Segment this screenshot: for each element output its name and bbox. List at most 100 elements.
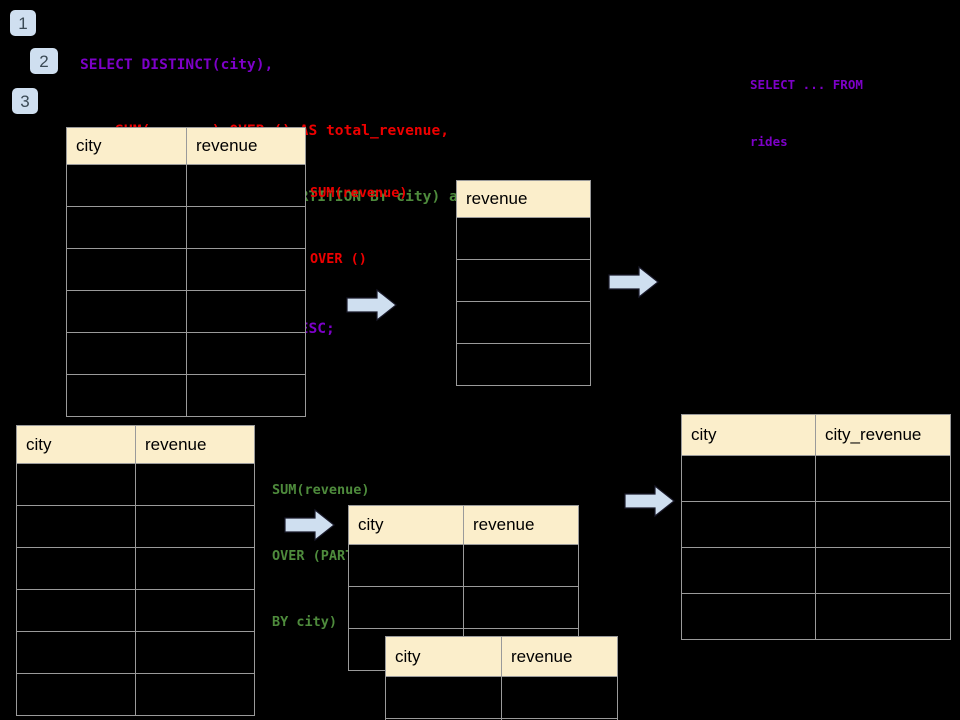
table-row — [16, 631, 255, 674]
column-header-city: city — [66, 127, 187, 165]
arrow-right-icon — [284, 508, 335, 542]
cell-revenue — [186, 290, 306, 333]
table-header-row: city revenue — [66, 127, 306, 165]
rides-source-table-bottom: city revenue — [16, 425, 255, 716]
table-row — [66, 332, 306, 375]
table-row — [16, 505, 255, 548]
cell-revenue — [186, 374, 306, 417]
table-row — [66, 290, 306, 333]
table-row — [681, 593, 951, 640]
column-header-city: city — [681, 414, 816, 456]
cell-city — [66, 248, 187, 291]
table-row — [385, 676, 618, 719]
cell-city — [66, 164, 187, 207]
step-badge-2-label: 2 — [39, 51, 49, 71]
cell-city — [16, 631, 136, 674]
cell-revenue — [456, 217, 591, 260]
cell-revenue — [463, 544, 579, 587]
cell-revenue — [186, 164, 306, 207]
step-badge-3: 3 — [12, 88, 38, 114]
cell-city-revenue — [815, 501, 951, 548]
cell-revenue — [456, 301, 591, 344]
cell-city — [348, 586, 464, 629]
table-row — [456, 301, 591, 344]
table-row — [385, 718, 618, 720]
table-row — [66, 374, 306, 417]
annotation-city-revenue: SUM(revenue) OVER (PARTITION BY city) — [272, 435, 394, 677]
table-row — [681, 547, 951, 594]
table-row — [348, 544, 579, 587]
cell-city — [385, 676, 502, 719]
cell-revenue — [463, 586, 579, 629]
cell-city — [681, 593, 816, 640]
column-header-revenue: revenue — [463, 505, 579, 545]
cell-city — [16, 505, 136, 548]
table-row — [16, 673, 255, 716]
cell-revenue — [135, 547, 255, 590]
table-header-row: city revenue — [385, 636, 618, 677]
arrow-right-icon — [608, 265, 659, 299]
cell-revenue — [135, 631, 255, 674]
cell-city — [66, 374, 187, 417]
select-from-rides-line-2: rides — [750, 134, 788, 149]
table-row — [456, 217, 591, 260]
column-header-revenue: revenue — [456, 180, 591, 218]
table-header-row: city revenue — [16, 425, 255, 464]
table-row — [681, 455, 951, 502]
cell-city-revenue — [815, 455, 951, 502]
table-header-row: city revenue — [348, 505, 579, 545]
cell-city-revenue — [815, 593, 951, 640]
step-badge-1-label: 1 — [18, 13, 28, 33]
partition-group-table-front: city revenue — [385, 636, 618, 720]
cell-city — [66, 206, 187, 249]
table-row — [66, 164, 306, 207]
column-header-city: city — [16, 425, 136, 464]
annotation-total-revenue-line-2: OVER () — [310, 251, 367, 267]
step-badge-3-label: 3 — [20, 91, 30, 111]
column-header-city-revenue: city_revenue — [815, 414, 951, 456]
cell-revenue — [186, 248, 306, 291]
cell-city — [16, 463, 136, 506]
annotation-city-revenue-line-3: BY city) — [272, 614, 338, 630]
sql-line-1: SELECT DISTINCT(city), — [80, 56, 274, 73]
annotation-city-revenue-line-1: SUM(revenue) — [272, 482, 370, 498]
arrow-rides-to-total-revenue — [346, 288, 398, 327]
cell-revenue — [135, 463, 255, 506]
table-row — [456, 259, 591, 302]
arrow-right-icon — [346, 288, 397, 322]
cell-city — [16, 547, 136, 590]
final-result-table: city city_revenue — [681, 414, 951, 640]
cell-city — [348, 544, 464, 587]
cell-city — [16, 589, 136, 632]
arrow-partition-to-result — [624, 484, 676, 523]
table-header-row: revenue — [456, 180, 591, 218]
cell-revenue — [186, 206, 306, 249]
table-row — [348, 586, 579, 629]
cell-city — [681, 547, 816, 594]
column-header-revenue: revenue — [186, 127, 306, 165]
cell-revenue — [135, 673, 255, 716]
cell-city — [16, 673, 136, 716]
cell-revenue — [186, 332, 306, 375]
table-row — [16, 589, 255, 632]
select-from-rides-line-1: SELECT ... FROM — [750, 77, 863, 92]
cell-revenue — [456, 343, 591, 386]
total-revenue-table: revenue — [456, 180, 591, 386]
step-badge-1: 1 — [10, 10, 36, 36]
table-header-row: city city_revenue — [681, 414, 951, 456]
annotation-total-revenue-line-1: SUM(revenue) — [310, 185, 408, 201]
column-header-city: city — [348, 505, 464, 545]
table-row — [16, 463, 255, 506]
cell-city — [66, 332, 187, 375]
step-badge-2: 2 — [30, 48, 58, 74]
table-row — [66, 206, 306, 249]
column-header-city: city — [385, 636, 502, 677]
select-from-rides-note: SELECT ... FROM rides — [750, 37, 863, 189]
annotation-total-revenue: SUM(revenue) OVER () — [310, 138, 408, 314]
column-header-revenue: revenue — [135, 425, 255, 464]
cell-city — [681, 501, 816, 548]
table-row — [66, 248, 306, 291]
cell-city-revenue — [815, 547, 951, 594]
cell-revenue — [501, 718, 618, 720]
